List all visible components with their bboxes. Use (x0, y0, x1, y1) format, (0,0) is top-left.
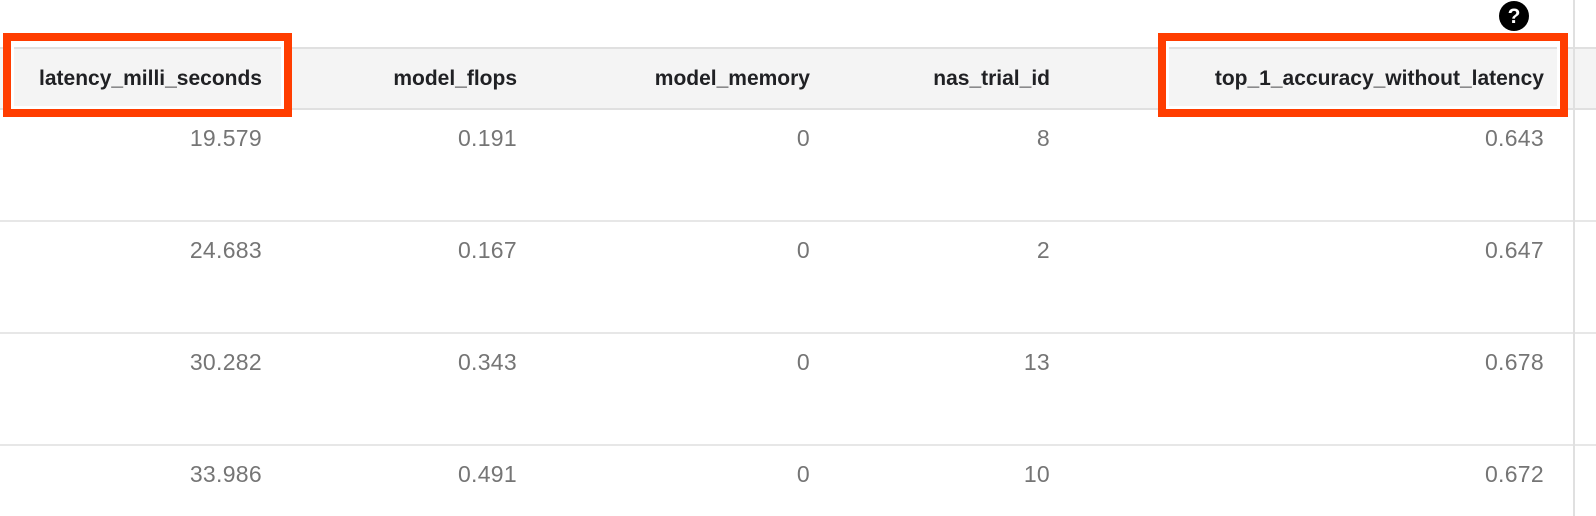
table-right-border (1573, 0, 1575, 516)
cell-sliver (1574, 445, 1596, 516)
cell-sliver (1574, 221, 1596, 334)
column-header-top_1_accuracy_without_latency: top_1_accuracy_without_latency (1066, 47, 1574, 110)
cell-latency_milli_seconds: 33.986 (0, 445, 278, 516)
cell-top_1_accuracy_without_latency: 0.672 (1066, 445, 1574, 516)
column-header-sliver (1574, 47, 1596, 110)
cell-sliver (1574, 109, 1596, 222)
cell-model_flops: 0.191 (278, 109, 533, 222)
cell-model_flops: 0.491 (278, 445, 533, 516)
column-header-model_memory: model_memory (533, 47, 826, 110)
column-header-model_flops: model_flops (278, 47, 533, 110)
cell-top_1_accuracy_without_latency: 0.647 (1066, 221, 1574, 334)
cell-sliver (1574, 333, 1596, 446)
cell-model_memory: 0 (533, 333, 826, 446)
cell-model_memory: 0 (533, 445, 826, 516)
column-header-nas_trial_id: nas_trial_id (826, 47, 1066, 110)
cell-nas_trial_id: 8 (826, 109, 1066, 222)
cell-model_flops: 0.167 (278, 221, 533, 334)
cell-latency_milli_seconds: 24.683 (0, 221, 278, 334)
cell-model_memory: 0 (533, 221, 826, 334)
cell-nas_trial_id: 13 (826, 333, 1066, 446)
cell-top_1_accuracy_without_latency: 0.643 (1066, 109, 1574, 222)
cell-model_memory: 0 (533, 109, 826, 222)
cell-nas_trial_id: 2 (826, 221, 1066, 334)
help-icon[interactable]: ? (1499, 1, 1529, 31)
cell-latency_milli_seconds: 30.282 (0, 333, 278, 446)
help-icon-glyph: ? (1507, 4, 1521, 28)
cell-latency_milli_seconds: 19.579 (0, 109, 278, 222)
cell-nas_trial_id: 10 (826, 445, 1066, 516)
cell-model_flops: 0.343 (278, 333, 533, 446)
cell-top_1_accuracy_without_latency: 0.678 (1066, 333, 1574, 446)
column-header-latency_milli_seconds: latency_milli_seconds (0, 47, 278, 110)
